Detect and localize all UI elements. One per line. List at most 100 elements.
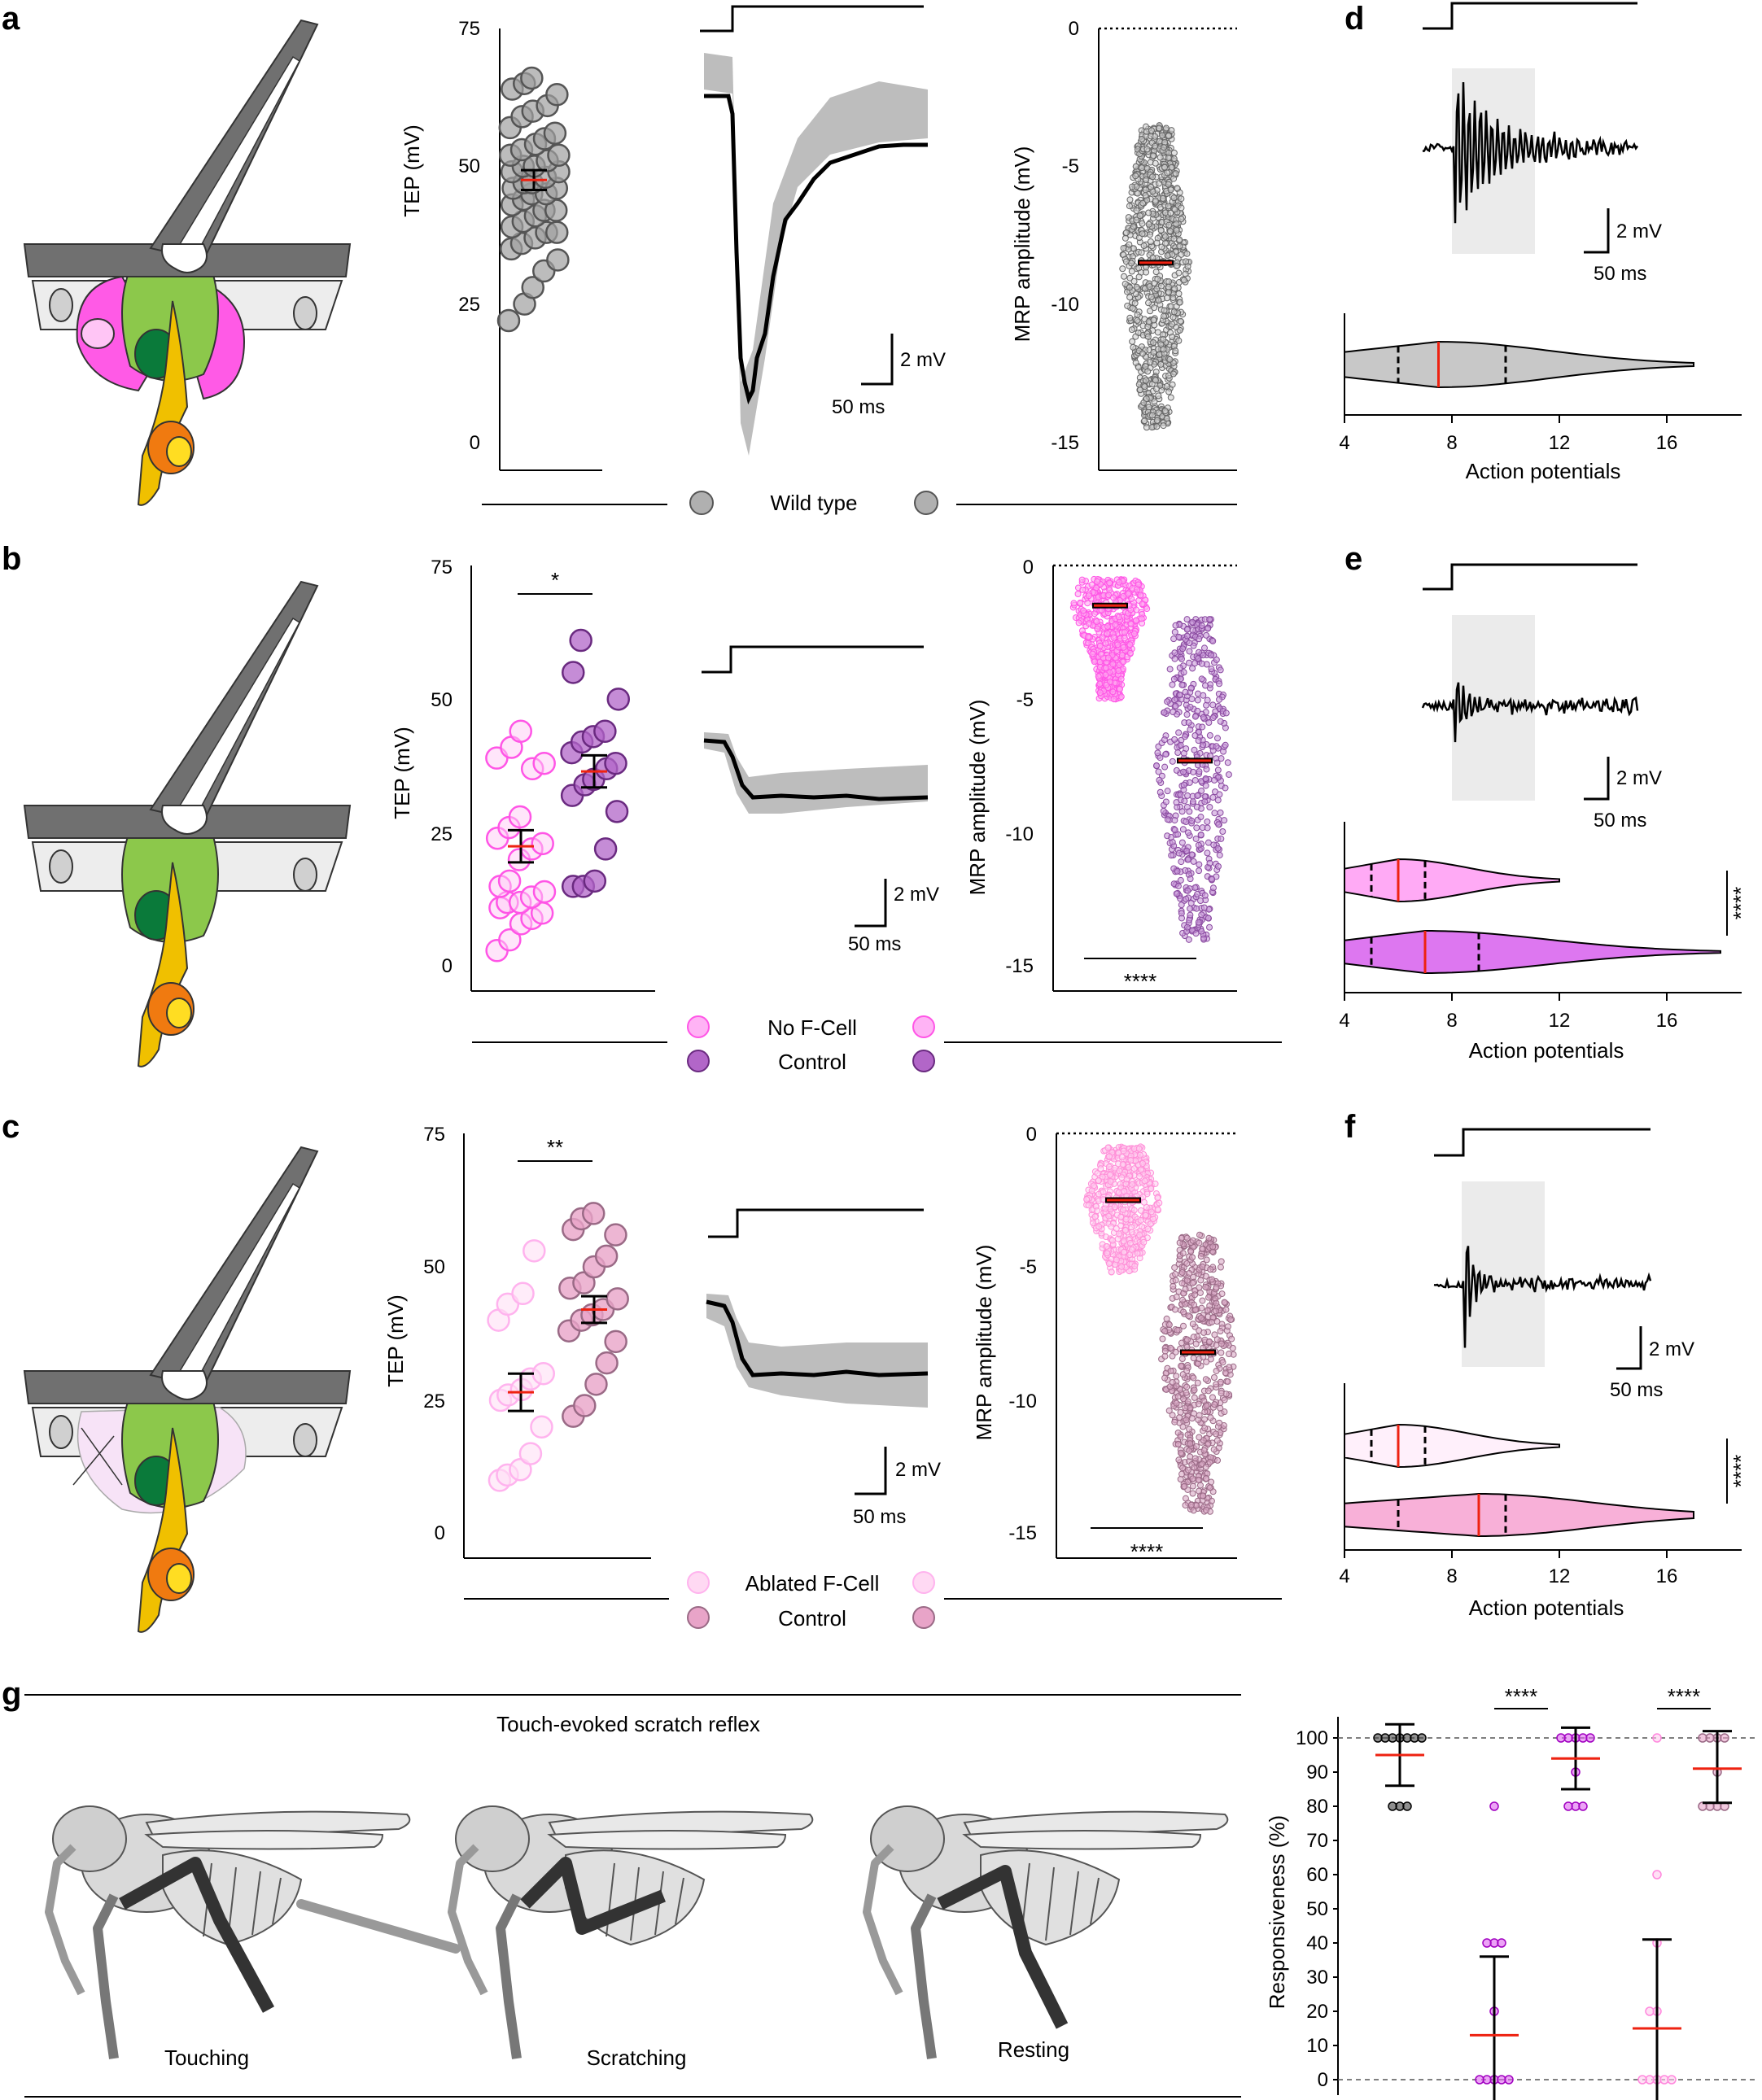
mrp-point: [1112, 621, 1119, 628]
mrp-point: [1186, 1425, 1193, 1433]
legend-marker-ablated: [687, 1571, 710, 1594]
mrp-point: [1190, 768, 1197, 775]
tep-point: [593, 837, 618, 861]
spike-trace-e: 2 mV 50 ms: [1421, 563, 1662, 832]
mrp-point: [1164, 169, 1171, 177]
mrp-point: [1178, 1339, 1185, 1347]
mrp-point: [1132, 333, 1139, 340]
mrp-point: [1217, 1328, 1224, 1335]
mrp-point: [1145, 209, 1152, 216]
mrp-point: [1183, 819, 1190, 826]
mrp-point: [1189, 1490, 1196, 1497]
mrp-point: [1206, 1459, 1213, 1466]
tep-point: [545, 83, 569, 107]
mrp-point: [1178, 1268, 1186, 1276]
tick-label: 0: [1069, 18, 1079, 40]
mrp-point: [1178, 655, 1185, 662]
mrp-point: [1213, 743, 1220, 750]
mrp-point: [1095, 1223, 1103, 1230]
mrp-point: [1074, 591, 1082, 598]
mrp-point: [1214, 797, 1222, 804]
ap-tick-label: 12: [1549, 432, 1571, 454]
mrp-point: [1089, 650, 1096, 657]
mrp-point: [1157, 360, 1165, 368]
mrp-point: [1222, 1306, 1230, 1313]
mrp-point: [1183, 1367, 1191, 1374]
mrp-point: [1168, 127, 1175, 134]
mrp-point: [1178, 195, 1185, 203]
mrp-point: [1178, 251, 1185, 258]
scalebar-time-label: 50 ms: [832, 396, 885, 418]
mrp-point: [1211, 776, 1218, 784]
mrp-point: [1173, 799, 1180, 806]
mrp-point: [1178, 808, 1186, 815]
mrp-point: [1127, 620, 1135, 627]
mrp-point: [1167, 1367, 1174, 1374]
mrp-point: [1190, 1334, 1197, 1341]
mrp-point: [1105, 1260, 1113, 1268]
tep-point: [531, 1361, 555, 1386]
mrp-point: [1173, 220, 1180, 228]
mrp-point: [1095, 1177, 1102, 1185]
mrp-axis-b: 0 -5 -10 -15 MRP amplitude (mV) ****: [965, 557, 1237, 993]
mrp-point: [1203, 766, 1210, 773]
mrp-point: [1153, 762, 1161, 770]
tick-label: 0: [1023, 557, 1034, 578]
tick-label: -10: [1051, 294, 1079, 316]
tick-label: 75: [431, 557, 453, 578]
tep-point: [584, 1373, 608, 1396]
mrp-point: [1108, 1268, 1115, 1276]
mrp-point: [1208, 1276, 1215, 1283]
tep-point: [530, 1415, 553, 1439]
mrp-point: [1161, 408, 1169, 415]
mrp-point: [1176, 236, 1183, 243]
resp-point: [1585, 1733, 1595, 1743]
scalebar-voltage-label: 2 mV: [1649, 1338, 1694, 1360]
mrp-point: [1173, 1294, 1180, 1301]
significance-c-tep: **: [547, 1135, 563, 1159]
tick-label: -15: [1008, 1522, 1037, 1544]
mrp-point: [1191, 884, 1199, 892]
mrp-point: [1225, 771, 1232, 778]
mrp-point: [1096, 642, 1104, 649]
violin-wildtype: [1344, 340, 1694, 389]
mrp-point: [1205, 625, 1212, 632]
mrp-point: [1111, 1203, 1118, 1211]
mrp-point: [1152, 197, 1159, 204]
mrp-point: [1204, 1307, 1211, 1314]
mrp-point: [1167, 186, 1174, 194]
mrp-point: [1174, 882, 1182, 889]
tep-point: [497, 869, 522, 893]
significance-e: ****: [1729, 887, 1753, 919]
mrp-point: [1115, 1189, 1122, 1196]
mrp-point: [1196, 1289, 1204, 1296]
mrp-point: [1140, 242, 1148, 250]
mrp-point: [1218, 835, 1225, 842]
mrp-point: [1185, 1466, 1192, 1473]
mrp-point: [1097, 650, 1104, 657]
mrp-point: [1128, 596, 1135, 603]
legend-label-nofcell: No F-Cell: [767, 1015, 857, 1040]
ap-tick-label: 4: [1339, 1010, 1349, 1032]
tep-point: [593, 719, 617, 744]
mrp-point: [1214, 862, 1222, 870]
mrp-point: [1175, 729, 1183, 736]
mrp-point: [1174, 1440, 1182, 1447]
mrp-point: [1104, 623, 1112, 631]
resp-point: [1563, 1801, 1573, 1811]
mrp-point: [1195, 1400, 1202, 1408]
mrp-point: [1205, 719, 1213, 727]
mrp-point: [1126, 203, 1133, 210]
mrp-point: [1163, 415, 1170, 422]
mrp-point: [1139, 1159, 1147, 1167]
mrp-point: [1138, 1166, 1145, 1173]
mrp-point: [1089, 1219, 1096, 1226]
mrp-point: [1204, 818, 1211, 825]
mrp-point: [1213, 759, 1221, 766]
mrp-point: [1185, 1312, 1192, 1320]
tep-point: [581, 1202, 606, 1225]
mrp-point: [1170, 194, 1178, 202]
mrp-point: [1176, 1414, 1183, 1421]
mrp-point: [1129, 1181, 1136, 1188]
violin-axis-e: Action potentials ****: [1344, 822, 1753, 1063]
